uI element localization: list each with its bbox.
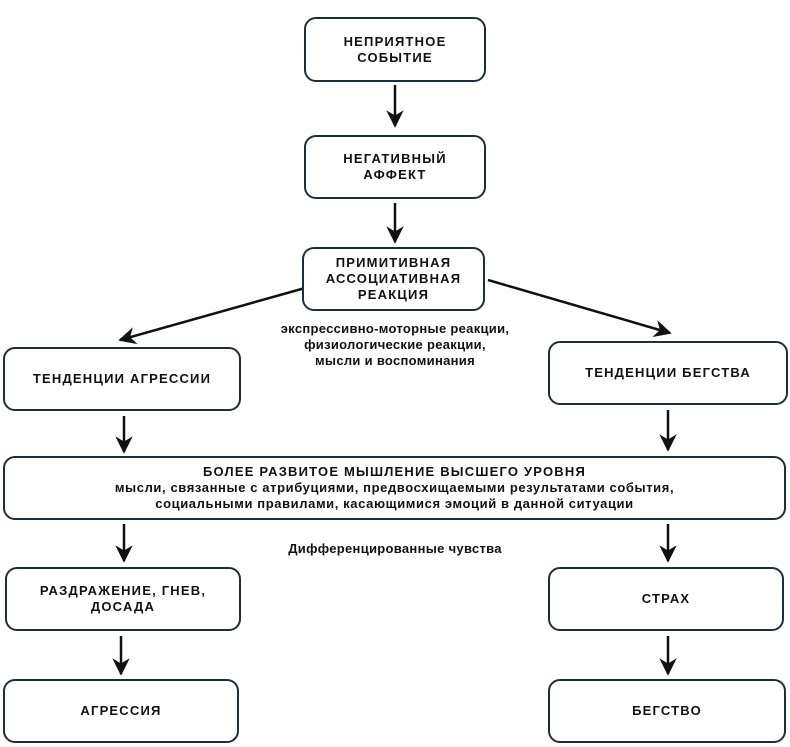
box-title: БОЛЕЕ РАЗВИТОЕ МЫШЛЕНИЕ ВЫСШЕГО УРОВНЯ	[202, 464, 587, 479]
note-line: мысли и воспоминания	[315, 353, 475, 368]
box-flight-tendencies: ТЕНДЕНЦИИ БЕГСТВА	[548, 341, 788, 405]
box-label-line: НЕГАТИВНЫЙ	[343, 151, 447, 166]
box-label-line: АФФЕКТ	[363, 167, 427, 182]
note-differentiated-feelings: Дифференцированные чувства	[245, 541, 545, 557]
box-label-line: СОБЫТИЕ	[357, 49, 433, 65]
box-description-line: социальными правилами, касающимися эмоци…	[155, 496, 634, 511]
note-line: физиологические реакции,	[304, 337, 486, 352]
box-aggression: АГРЕССИЯ	[3, 679, 239, 743]
box-label-line: РЕАКЦИЯ	[357, 287, 430, 302]
note-line: экспрессивно-моторные реакции,	[280, 321, 510, 336]
box-flight: БЕГСТВО	[548, 679, 786, 743]
box-label-line: БЕГСТВО	[632, 703, 702, 718]
note-reactions: экспрессивно-моторные реакции, физиологи…	[245, 321, 545, 369]
box-label-line: ТЕНДЕНЦИИ БЕГСТВА	[585, 365, 751, 380]
arrow-reaction-to-flight-tendencies	[487, 278, 672, 337]
box-description-line: мысли, связанные с атрибуциями, предвосх…	[114, 480, 675, 495]
box-label-line: ТЕНДЕНЦИИ АГРЕССИИ	[32, 371, 212, 386]
note-line: Дифференцированные чувства	[288, 541, 502, 556]
box-primitive-reaction: ПРИМИТИВНАЯ АССОЦИАТИВНАЯ РЕАКЦИЯ	[302, 247, 485, 311]
box-aggression-tendencies: ТЕНДЕНЦИИ АГРЕССИИ	[3, 347, 241, 411]
box-higher-thinking: БОЛЕЕ РАЗВИТОЕ МЫШЛЕНИЕ ВЫСШЕГО УРОВНЯ м…	[3, 456, 786, 520]
box-label-line: ДОСАДА	[90, 599, 156, 614]
box-negative-affect: НЕГАТИВНЫЙ АФФЕКТ	[304, 135, 486, 199]
box-label-line: РАЗДРАЖЕНИЕ, ГНЕВ,	[39, 583, 207, 598]
box-label-line: СТРАХ	[641, 591, 691, 606]
box-unpleasant-event: НЕПРИЯТНОЕ СОБЫТИЕ	[304, 17, 486, 82]
box-label-line: ПРИМИТИВНАЯ	[335, 255, 452, 270]
box-irritation-anger: РАЗДРАЖЕНИЕ, ГНЕВ, ДОСАДА	[5, 567, 241, 631]
box-label-line: АССОЦИАТИВНАЯ	[325, 271, 462, 286]
box-label-line: НЕПРИЯТНОЕ	[343, 33, 447, 49]
box-label-line: АГРЕССИЯ	[80, 703, 162, 718]
arrow-reaction-to-aggression-tendencies	[118, 286, 306, 345]
box-fear: СТРАХ	[548, 567, 784, 631]
